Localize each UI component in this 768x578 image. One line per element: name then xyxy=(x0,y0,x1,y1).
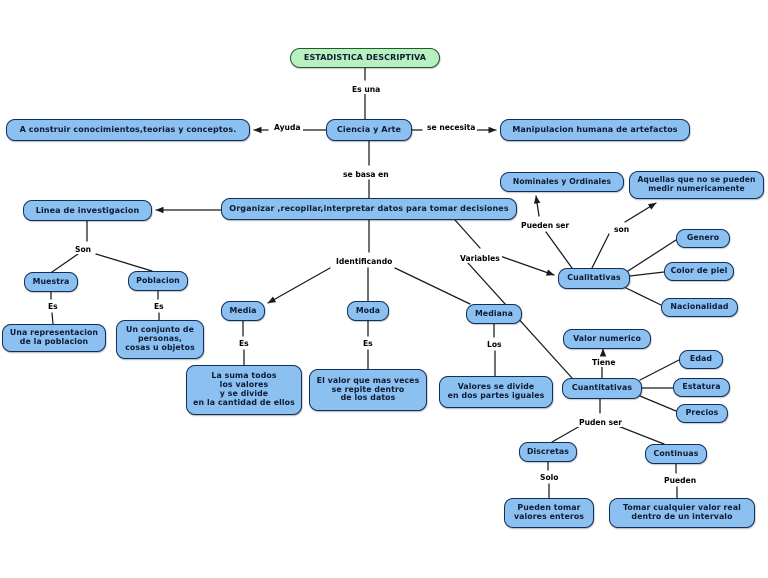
edge-cuanti-edad xyxy=(639,359,680,381)
edge-es-representa xyxy=(51,312,54,325)
node-construir[interactable]: A construir conocimientos,teorias y conc… xyxy=(6,119,250,141)
node-discretas[interactable]: Discretas xyxy=(519,442,577,462)
edge-son-poblacion xyxy=(95,253,153,272)
node-media[interactable]: Media xyxy=(221,301,265,321)
node-label-precios: Precios xyxy=(685,408,719,418)
link-label-senecesita: se necesita xyxy=(425,123,478,132)
node-moda[interactable]: Moda xyxy=(347,301,389,321)
node-label-genero: Genero xyxy=(686,233,720,243)
link-label-solo: Solo xyxy=(538,473,561,482)
edge-son2-aquellas xyxy=(624,202,657,223)
edge-pudenser-discretas xyxy=(551,425,581,443)
node-linea[interactable]: Linea de investigacion xyxy=(23,200,152,221)
node-label-colorpiel: Color de piel xyxy=(670,266,728,276)
node-estatura[interactable]: Estatura xyxy=(673,378,730,397)
node-label-poblacion: Poblacion xyxy=(136,275,180,285)
node-label-edad: Edad xyxy=(689,354,713,364)
node-mediana[interactable]: Mediana xyxy=(466,304,522,324)
node-continuas[interactable]: Continuas xyxy=(645,444,707,464)
edge-cuanti-precios xyxy=(639,395,677,412)
node-label-construir: A construir conocimientos,teorias y conc… xyxy=(19,125,237,135)
edge-cualit-nac xyxy=(625,287,662,306)
node-label-discretas: Discretas xyxy=(526,446,570,456)
node-poblacion[interactable]: Poblacion xyxy=(128,271,188,291)
link-label-pudenser: Puden ser xyxy=(577,418,625,427)
node-label-linea: Linea de investigacion xyxy=(35,205,140,215)
link-label-pueden: Pueden xyxy=(662,476,699,485)
node-edad[interactable]: Edad xyxy=(679,350,723,369)
edge-pudenser-continuas xyxy=(617,425,665,445)
node-cualitativas[interactable]: Cualitativas xyxy=(558,268,630,289)
node-nacionalidad[interactable]: Nacionalidad xyxy=(661,298,738,317)
link-label-puedenser1: Pueden ser xyxy=(519,221,572,230)
edge-cualit-color xyxy=(629,271,665,277)
node-muestra[interactable]: Muestra xyxy=(24,272,78,292)
edge-ident-mediana xyxy=(394,267,471,305)
edge-son-muestra xyxy=(51,253,79,273)
node-label-nominales: Nominales y Ordinales xyxy=(512,176,612,186)
edge-vars-cualit xyxy=(499,255,555,276)
node-cuantitativas[interactable]: Cuantitativas xyxy=(562,378,642,399)
node-label-muestra: Muestra xyxy=(32,276,70,286)
node-label-nacionalidad: Nacionalidad xyxy=(670,302,729,312)
link-label-son2: son xyxy=(612,225,632,234)
node-label-cuantitativas: Cuantitativas xyxy=(571,383,633,393)
node-ciencia[interactable]: Ciencia y Arte xyxy=(326,119,412,141)
link-label-variables: Variables xyxy=(458,254,502,263)
edge-cualit-son2 xyxy=(591,233,610,269)
node-label-manipulacion: Manipulacion humana de artefactos xyxy=(512,125,678,135)
link-label-es3: Es xyxy=(237,339,251,348)
node-label-valornum: Valor numerico xyxy=(573,333,641,343)
node-label-cualitativas: Cualitativas xyxy=(567,273,621,283)
node-genero[interactable]: Genero xyxy=(676,229,730,248)
edge-organizar-vars xyxy=(454,219,481,249)
edge-cualit-puedenser xyxy=(545,231,573,269)
link-label-tiene: Tiene xyxy=(590,358,618,367)
node-label-organizar: Organizar ,recopilar,interpretar datos p… xyxy=(229,204,509,214)
link-label-ayuda: Ayuda xyxy=(272,123,303,132)
node-label-estatura: Estatura xyxy=(682,382,721,392)
node-valornum[interactable]: Valor numerico xyxy=(563,329,651,349)
link-label-sebasaen: se basa en xyxy=(341,170,391,179)
node-label-root: ESTADISTICA DESCRIPTIVA xyxy=(303,53,427,63)
link-label-es2: Es xyxy=(152,302,166,311)
link-label-identificando: Identificando xyxy=(334,257,395,266)
node-nominales[interactable]: Nominales y Ordinales xyxy=(500,172,624,192)
link-label-es4: Es xyxy=(361,339,375,348)
node-colorpiel[interactable]: Color de piel xyxy=(664,262,734,281)
edge-puedenser-nominal xyxy=(533,195,541,217)
node-label-moda: Moda xyxy=(355,305,381,315)
link-label-los: Los xyxy=(485,340,504,349)
link-label-son1: Son xyxy=(73,245,94,254)
node-root[interactable]: ESTADISTICA DESCRIPTIVA xyxy=(290,48,440,68)
node-label-continuas: Continuas xyxy=(653,448,699,458)
node-label-mediana: Mediana xyxy=(474,308,514,318)
node-manipulacion[interactable]: Manipulacion humana de artefactos xyxy=(500,119,690,141)
node-organizar[interactable]: Organizar ,recopilar,interpretar datos p… xyxy=(221,198,517,220)
node-label-media: Media xyxy=(229,305,257,315)
link-label-esuna: Es una xyxy=(350,85,383,94)
node-label-ciencia: Ciencia y Arte xyxy=(336,125,402,135)
node-precios[interactable]: Precios xyxy=(676,404,728,423)
edge-ident-media xyxy=(267,267,331,304)
link-label-es1: Es xyxy=(46,302,60,311)
